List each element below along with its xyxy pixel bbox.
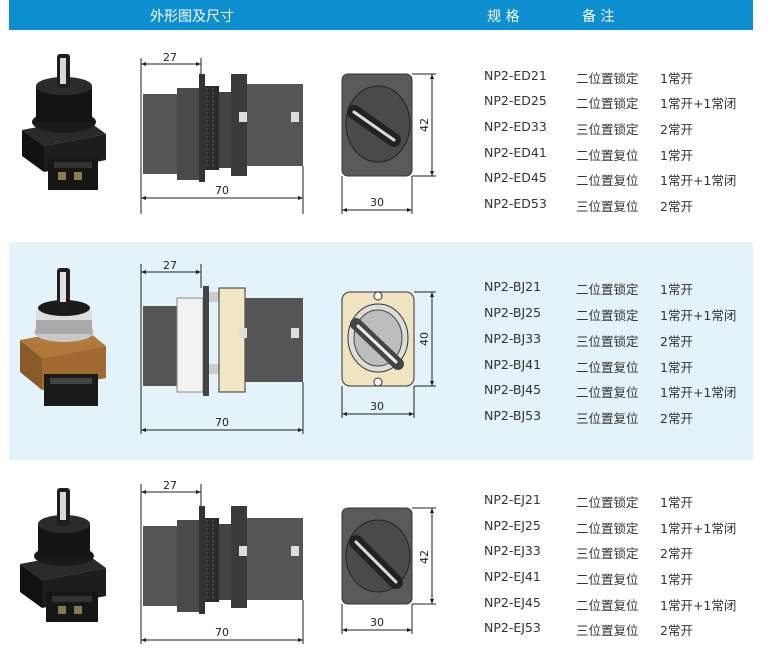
position-type: 二位置锁定 xyxy=(576,308,639,323)
position-type: 三位置复位 xyxy=(576,199,639,214)
position-type: 三位置锁定 xyxy=(576,546,639,561)
dim-27: 27 xyxy=(163,259,177,272)
dim-40: 40 xyxy=(418,332,431,346)
position-type: 二位置锁定 xyxy=(576,282,639,297)
header-notes: 备 注 xyxy=(582,9,615,25)
position-type: 二位置锁定 xyxy=(576,495,639,510)
model-number: NP2-BJ45 xyxy=(484,382,542,397)
header-dimensions: 外形图及尺寸 xyxy=(150,9,234,25)
position-type: 三位置复位 xyxy=(576,623,639,638)
model-number: NP2-BJ33 xyxy=(484,331,542,346)
product-photo-bj xyxy=(20,268,106,406)
table-header: 外形图及尺寸 规 格 备 注 xyxy=(9,0,753,30)
position-type: 三位置锁定 xyxy=(576,122,639,137)
position-type: 二位置复位 xyxy=(576,385,639,400)
front-dimension-drawing-ed: 42 30 xyxy=(341,73,436,214)
model-number: NP2-BJ21 xyxy=(484,279,542,294)
contact-config: 2常开 xyxy=(660,334,693,349)
model-number: NP2-ED21 xyxy=(484,68,547,83)
contact-config: 1常开 xyxy=(660,572,693,587)
dim-70: 70 xyxy=(215,184,229,197)
contact-config: 2常开 xyxy=(660,122,693,137)
contact-config: 1常开+1常闭 xyxy=(660,308,737,323)
contact-config: 1常开 xyxy=(660,360,693,375)
model-number: NP2-EJ53 xyxy=(484,620,541,635)
model-number: NP2-ED33 xyxy=(484,119,547,134)
dim-27: 27 xyxy=(163,51,177,64)
position-type: 二位置锁定 xyxy=(576,521,639,536)
contact-config: 2常开 xyxy=(660,546,693,561)
model-number: NP2-BJ41 xyxy=(484,357,542,372)
model-number: NP2-BJ53 xyxy=(484,408,542,423)
dim-42: 42 xyxy=(418,118,431,132)
dim-70: 70 xyxy=(215,416,229,429)
model-number: NP2-EJ33 xyxy=(484,543,541,558)
position-type: 二位置锁定 xyxy=(576,71,639,86)
dim-30: 30 xyxy=(370,616,384,629)
product-photo-ej xyxy=(20,488,106,622)
model-number: NP2-EJ45 xyxy=(484,595,541,610)
contact-config: 2常开 xyxy=(660,411,693,426)
position-type: 二位置复位 xyxy=(576,360,639,375)
model-number: NP2-ED41 xyxy=(484,145,547,160)
model-number: NP2-BJ25 xyxy=(484,305,542,320)
position-type: 二位置复位 xyxy=(576,148,639,163)
header-model: 规 格 xyxy=(487,9,520,25)
contact-config: 1常开+1常闭 xyxy=(660,521,737,536)
position-type: 三位置复位 xyxy=(576,411,639,426)
model-number: NP2-EJ21 xyxy=(484,492,541,507)
position-type: 三位置锁定 xyxy=(576,334,639,349)
dim-70: 70 xyxy=(215,626,229,639)
contact-config: 1常开 xyxy=(660,148,693,163)
product-photo-ed xyxy=(22,54,106,190)
contact-config: 1常开 xyxy=(660,282,693,297)
position-type: 二位置复位 xyxy=(576,598,639,613)
dim-42: 42 xyxy=(418,550,431,564)
contact-config: 1常开 xyxy=(660,495,693,510)
position-type: 二位置复位 xyxy=(576,572,639,587)
dim-27: 27 xyxy=(163,479,177,492)
dim-30: 30 xyxy=(370,196,384,209)
side-dimension-drawing-ej: 27 70 xyxy=(140,479,304,644)
contact-config: 1常开 xyxy=(660,71,693,86)
contact-config: 2常开 xyxy=(660,623,693,638)
side-dimension-drawing-bj: 27 70 xyxy=(140,259,304,434)
front-dimension-drawing-ej: 42 30 xyxy=(341,507,436,634)
dim-30: 30 xyxy=(370,400,384,413)
side-dimension-drawing-ed: 27 70 xyxy=(140,51,304,214)
contact-config: 1常开+1常闭 xyxy=(660,598,737,613)
contact-config: 1常开+1常闭 xyxy=(660,385,737,400)
model-number: NP2-ED25 xyxy=(484,93,547,108)
model-number: NP2-EJ41 xyxy=(484,569,541,584)
position-type: 二位置锁定 xyxy=(576,96,639,111)
model-number: NP2-EJ25 xyxy=(484,518,541,533)
model-number: NP2-ED45 xyxy=(484,170,547,185)
contact-config: 2常开 xyxy=(660,199,693,214)
contact-config: 1常开+1常闭 xyxy=(660,96,737,111)
position-type: 二位置复位 xyxy=(576,173,639,188)
model-number: NP2-ED53 xyxy=(484,196,547,211)
contact-config: 1常开+1常闭 xyxy=(660,173,737,188)
front-dimension-drawing-bj: 40 30 xyxy=(341,291,436,418)
